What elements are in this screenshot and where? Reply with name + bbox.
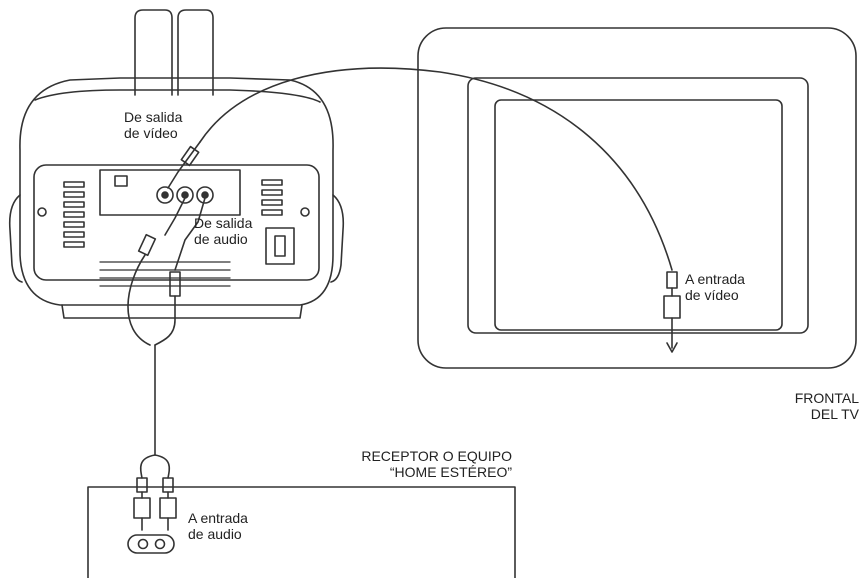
jack-video-out [156,186,174,204]
portable-player [8,9,345,319]
label-audio-in-line1: A entrada [188,510,248,526]
player-side-right [330,194,345,283]
video-out-plug [180,145,200,167]
audio-out-plug-left [137,233,157,257]
label-video-in-line1: A entrada [685,271,745,287]
label-tv-front-line1: FRONTAL [794,390,859,406]
screw-right [300,207,310,217]
player-side-left [8,194,23,283]
jack-audio-left [176,186,194,204]
label-video-out-line2: de vídeo [124,125,178,141]
label-audio-in-line2: de audio [188,526,242,542]
label-audio-in: A entrada de audio [188,510,248,542]
label-audio-out: De salida de audio [194,215,252,247]
tv-bezel [467,77,809,334]
audio-in-plug-left-top [136,477,148,493]
tv-outer-frame [417,27,857,369]
label-receiver-line1: RECEPTOR O EQUIPO [361,448,512,464]
jack-panel-switch [114,175,128,187]
screw-left [37,207,47,217]
video-in-plug-top [666,271,678,289]
power-socket [265,227,295,265]
speaker-grille [99,261,231,287]
vent-left [63,181,85,248]
label-receiver-line2: “HOME ESTÉREO” [389,464,512,480]
label-tv-front: FRONTAL DEL TV [795,390,859,422]
label-receiver: RECEPTOR O EQUIPO “HOME ESTÉREO” [300,448,512,480]
receiver-audio-jacks [127,534,175,554]
receiver-unit [87,486,516,578]
label-video-out: De salida de vídeo [124,109,182,141]
player-back-panel [33,164,320,281]
receiver-body [87,486,516,578]
player-handle-right [177,9,214,96]
label-video-out-line1: De salida [124,109,183,125]
jack-audio-right [196,186,214,204]
video-cable [167,67,681,353]
tv-screen [494,99,783,331]
video-cable-run [199,67,673,271]
label-audio-out-line1: De salida [194,215,253,231]
label-video-in: A entrada de vídeo [685,271,745,303]
label-tv-front-line2: DEL TV [810,406,859,422]
audio-in-plug-left [133,497,151,519]
audio-in-plug-right [159,497,177,519]
audio-in-plug-right-top [162,477,174,493]
player-base [61,304,303,319]
video-in-plug-bottom [663,295,681,319]
audio-cable [127,197,206,531]
player-handle-left [134,9,173,96]
audio-out-plug-right [169,271,181,297]
player-body [19,77,334,306]
label-audio-out-line2: de audio [194,231,248,247]
tv-front [417,27,857,369]
vent-right [261,179,283,216]
label-video-in-line2: de vídeo [685,287,739,303]
player-top-ridge [34,89,321,103]
jack-panel [99,169,241,216]
